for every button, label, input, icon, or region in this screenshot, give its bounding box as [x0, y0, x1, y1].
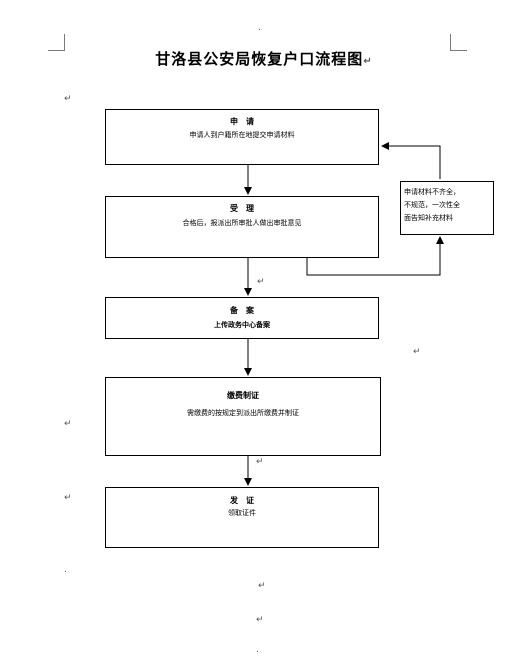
step-apply-heading: 申 请 — [230, 117, 254, 126]
paragraph-mark: ↵ — [256, 615, 264, 625]
paragraph-mark: ↵ — [64, 493, 72, 503]
step-fee-text: 需缴费的按规定到派出所缴费并制证 — [187, 409, 299, 417]
step-record-heading: 备 案 — [230, 306, 254, 315]
step-issue-heading: 发 证 — [230, 496, 254, 505]
step-issue-box: 发 证 领取证件 — [105, 487, 379, 548]
small-mark: . — [64, 565, 67, 575]
step-accept-text: 合格后，报派出所审批人做出审批意见 — [182, 219, 302, 227]
small-mark: . — [258, 23, 261, 33]
incomplete-materials-note: 申请材料不齐全， 不规范，一次性全 面告知补充材料 — [400, 181, 494, 235]
note-line: 面告知补充材料 — [404, 214, 453, 222]
step-record-text: 上传政务中心备案 — [214, 321, 270, 329]
paragraph-mark: ↵ — [413, 347, 421, 357]
step-issue-text: 领取证件 — [228, 509, 256, 517]
step-fee-heading: 缴费制证 — [227, 391, 259, 400]
step-accept-heading: 受 理 — [230, 204, 254, 213]
paragraph-mark: ↵ — [256, 457, 264, 467]
arrow-accept-to-note — [306, 236, 444, 276]
paragraph-mark: ↵ — [258, 581, 266, 591]
note-line: 不规范，一次性全 — [404, 201, 460, 209]
note-line: 申请材料不齐全， — [404, 188, 460, 196]
step-apply-text: 申请人到户籍所在地提交申请材料 — [189, 131, 295, 139]
crop-mark-top-left — [48, 34, 65, 51]
step-fee-box: 缴费制证 需缴费的按规定到派出所缴费并制证 — [105, 377, 381, 456]
paragraph-mark: ↵ — [64, 94, 72, 104]
small-mark: . — [256, 645, 259, 655]
step-record-box: 备 案 上传政务中心备案 — [105, 297, 379, 339]
paragraph-mark: ↵ — [257, 277, 265, 287]
paragraph-mark: ↵ — [64, 419, 72, 429]
arrow-note-to-apply — [381, 142, 441, 179]
crop-mark-top-right — [450, 34, 467, 51]
page-title: 甘洛县公安局恢复户口流程图↵ — [155, 50, 373, 68]
step-apply-box: 申 请 申请人到户籍所在地提交申请材料 — [105, 109, 379, 165]
step-accept-box: 受 理 合格后，报派出所审批人做出审批意见 — [105, 196, 379, 258]
